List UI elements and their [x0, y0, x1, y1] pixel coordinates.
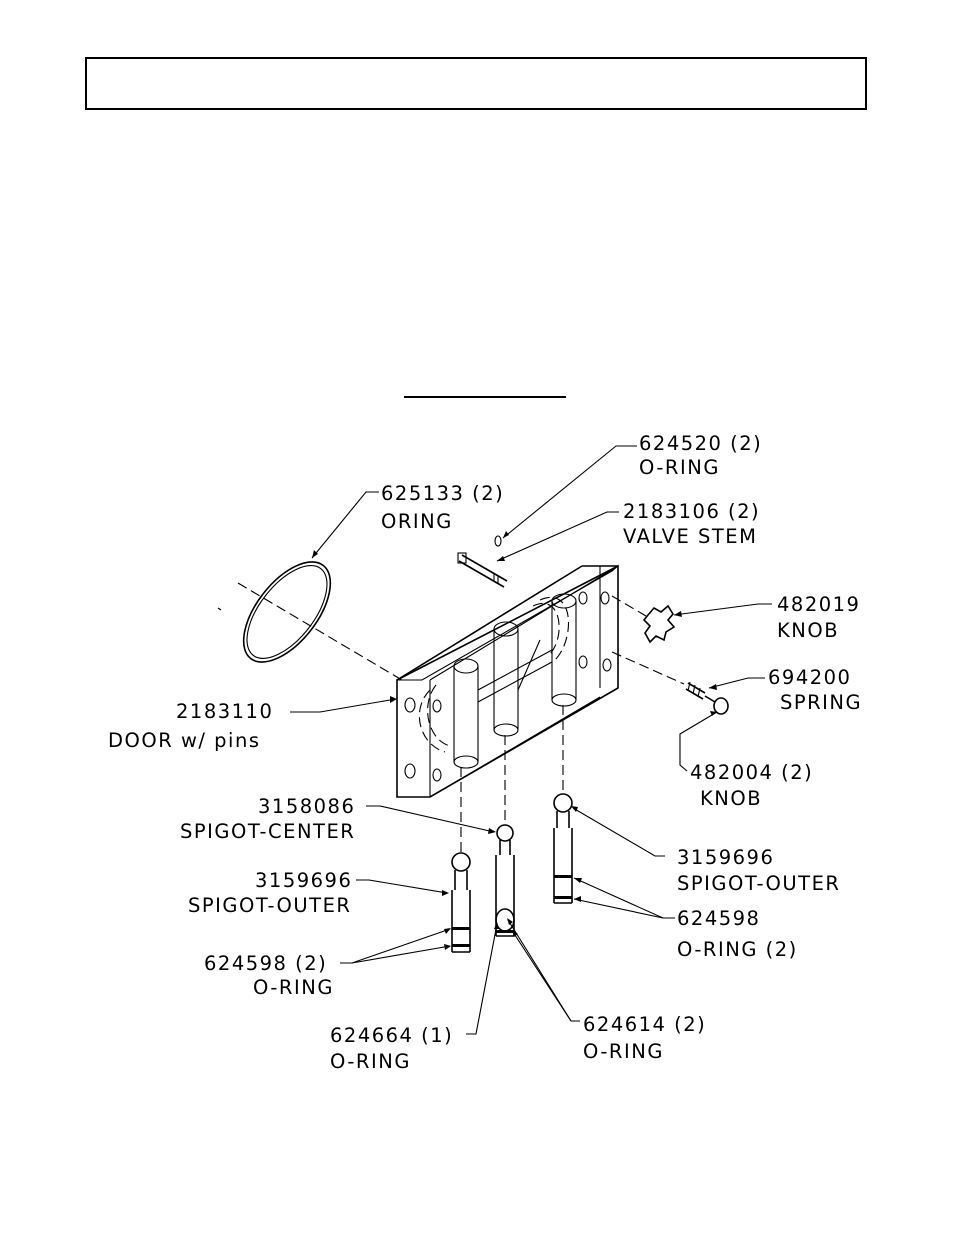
callout-694200-part: 694200 — [768, 666, 851, 689]
spigot-center-part — [495, 824, 515, 937]
callout-482004-part: 482004 (2) — [690, 761, 813, 784]
callout-624598-right-part: 624598 — [677, 907, 760, 930]
knob-482004-part — [704, 695, 729, 715]
leader-lines — [290, 445, 772, 1035]
callout-625133-desc: ORING — [381, 510, 453, 533]
callout-624598-right-desc: O-RING (2) — [677, 938, 798, 961]
header-box — [85, 57, 867, 110]
callout-624664-desc: O-RING — [330, 1050, 411, 1073]
callout-2183110-part: 2183110 — [176, 700, 273, 723]
callout-624520-part: 624520 (2) — [639, 432, 762, 455]
callout-2183106-desc: VALVE STEM — [623, 525, 757, 548]
callout-482004-desc: KNOB — [700, 787, 762, 810]
callout-3159696-left-part: 3159696 — [255, 869, 352, 892]
spigot-outer-right-part — [553, 793, 573, 904]
callout-482019-desc: KNOB — [777, 619, 839, 642]
callout-2183106-part: 2183106 (2) — [623, 500, 760, 523]
door-2183110-part — [396, 564, 619, 798]
oring-624520-part — [494, 535, 502, 547]
valve-stem-2183106-part — [457, 552, 508, 588]
callout-3158086-part: 3158086 — [258, 795, 355, 818]
callout-624664-part: 624664 (1) — [330, 1024, 453, 1047]
callout-624598-left-part: 624598 (2) — [204, 952, 327, 975]
callout-624614-part: 624614 (2) — [583, 1013, 706, 1036]
callout-624614-desc: O-RING — [583, 1040, 664, 1063]
callout-3159696-right-part: 3159696 — [677, 846, 774, 869]
callout-3159696-left-desc: SPIGOT-OUTER — [188, 894, 351, 917]
callout-624598-left-desc: O-RING — [253, 976, 334, 999]
axis-centerline — [237, 582, 403, 681]
callout-2183110-desc: DOOR w/ pins — [108, 729, 261, 752]
callout-625133-part: 625133 (2) — [381, 482, 504, 505]
callout-3159696-right-desc: SPIGOT-OUTER — [677, 872, 840, 895]
oring-625133-part — [242, 561, 332, 663]
callout-694200-desc: SPRING — [780, 691, 862, 714]
callout-624520-desc: O-RING — [639, 456, 720, 479]
spigot-outer-left-part — [451, 852, 471, 953]
knob-482019-part — [642, 604, 676, 644]
title-underline — [404, 396, 566, 398]
callout-3158086-desc: SPIGOT-CENTER — [180, 820, 355, 843]
callout-482019-part: 482019 — [777, 593, 860, 616]
spring-694200-part — [685, 681, 706, 700]
